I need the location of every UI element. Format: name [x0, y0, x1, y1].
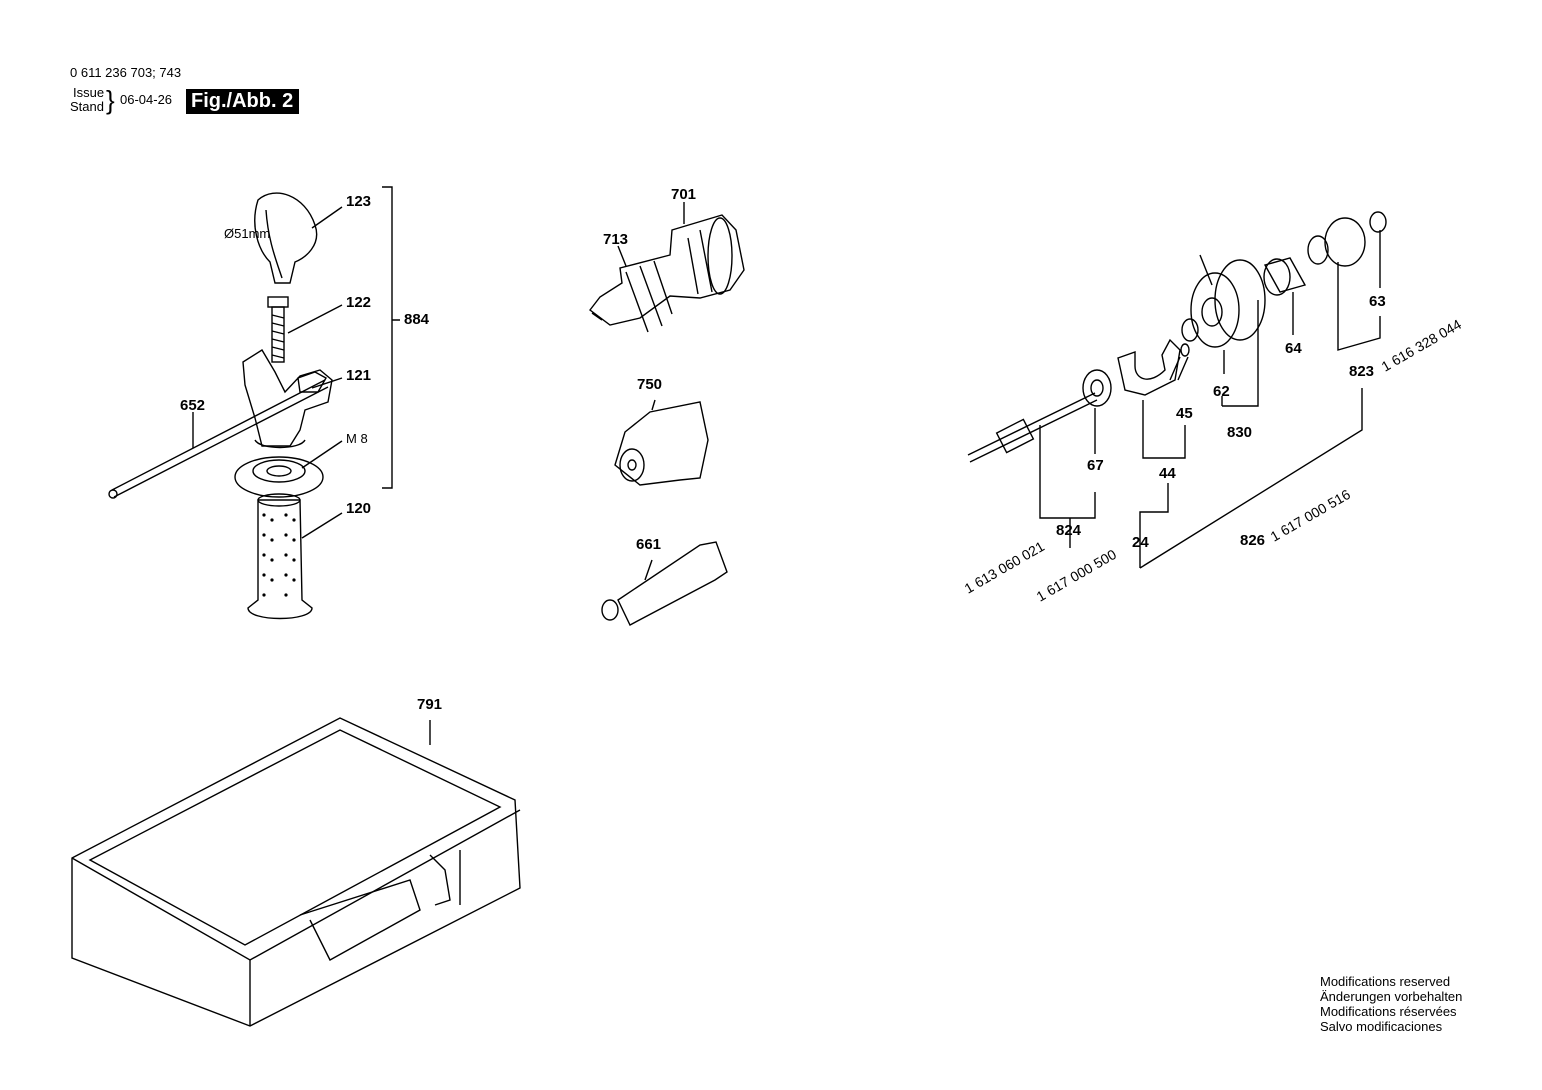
label-24: 24: [1132, 534, 1149, 551]
label-713: 713: [603, 231, 628, 248]
label-m8: M 8: [346, 431, 368, 446]
part-67-bearing: [1082, 369, 1112, 407]
label-652: 652: [180, 397, 205, 414]
label-diameter: Ø51mm: [224, 226, 270, 241]
chuck-parts: [589, 202, 745, 626]
modifications-note: Modifications reserved Änderungen vorbeh…: [1320, 974, 1462, 1034]
label-120: 120: [346, 500, 371, 517]
part-63-gear: [1324, 217, 1366, 267]
part-number-824: 1 613 060 021: [962, 538, 1048, 597]
modifications-line: Salvo modificaciones: [1320, 1019, 1443, 1034]
part-750-chuck-sleeve: [614, 401, 709, 486]
bracket-884: [382, 186, 400, 489]
label-63: 63: [1369, 293, 1386, 310]
auxiliary-handle-assembly: [108, 186, 400, 620]
part-45-pin: [1180, 343, 1190, 357]
stand-label: Stand: [70, 99, 104, 114]
label-67: 67: [1087, 457, 1104, 474]
part-122-screw-head: [267, 296, 289, 308]
figure-title: Fig./Abb. 2: [186, 89, 300, 114]
modifications-line: Modifications réservées: [1320, 1004, 1457, 1019]
part-number-823: 1 616 328 044: [1379, 316, 1465, 375]
label-823: 823: [1349, 363, 1374, 380]
label-884: 884: [404, 311, 430, 328]
modifications-line: Modifications reserved: [1320, 974, 1451, 989]
label-122: 122: [346, 294, 371, 311]
label-45: 45: [1176, 405, 1193, 422]
label-826: 826: [1240, 532, 1265, 549]
part-120-grip: [247, 499, 313, 620]
gear-shaft-assembly: [967, 211, 1387, 569]
part-44-lever: [1117, 338, 1181, 396]
part-number-826: 1 617 000 516: [1268, 486, 1354, 545]
part-62-clutch: [1199, 254, 1213, 286]
label-830: 830: [1227, 424, 1252, 441]
part-m8-washer: [234, 456, 324, 498]
part-652-depth-rod: [111, 379, 329, 498]
label-64: 64: [1285, 340, 1302, 357]
label-661: 661: [636, 536, 661, 553]
modifications-line: Änderungen vorbehalten: [1320, 989, 1463, 1004]
part-791-carrying-case: [71, 717, 521, 1027]
part-122-screw-shaft: [271, 306, 285, 363]
label-62: 62: [1213, 383, 1230, 400]
label-121: 121: [346, 367, 371, 384]
issue-date: 06-04-26: [120, 92, 173, 107]
article-numbers: 0 611 236 703; 743: [70, 65, 182, 80]
part-121-clamp-body: [242, 349, 333, 447]
label-123: 123: [346, 193, 371, 210]
part-number-24: 1 617 000 500: [1034, 546, 1120, 605]
issue-brace: }: [106, 85, 115, 115]
label-791: 791: [417, 696, 442, 713]
label-750: 750: [637, 376, 662, 393]
part-713-chuck: [589, 214, 745, 326]
issue-label: Issue: [73, 85, 105, 100]
label-701: 701: [671, 186, 696, 203]
part-661-grease-tube: [617, 541, 728, 626]
label-824: 824: [1056, 522, 1082, 539]
part-123-clamp-shape: [254, 192, 318, 284]
label-44: 44: [1159, 465, 1176, 482]
part-824-shaft: [967, 392, 1098, 463]
